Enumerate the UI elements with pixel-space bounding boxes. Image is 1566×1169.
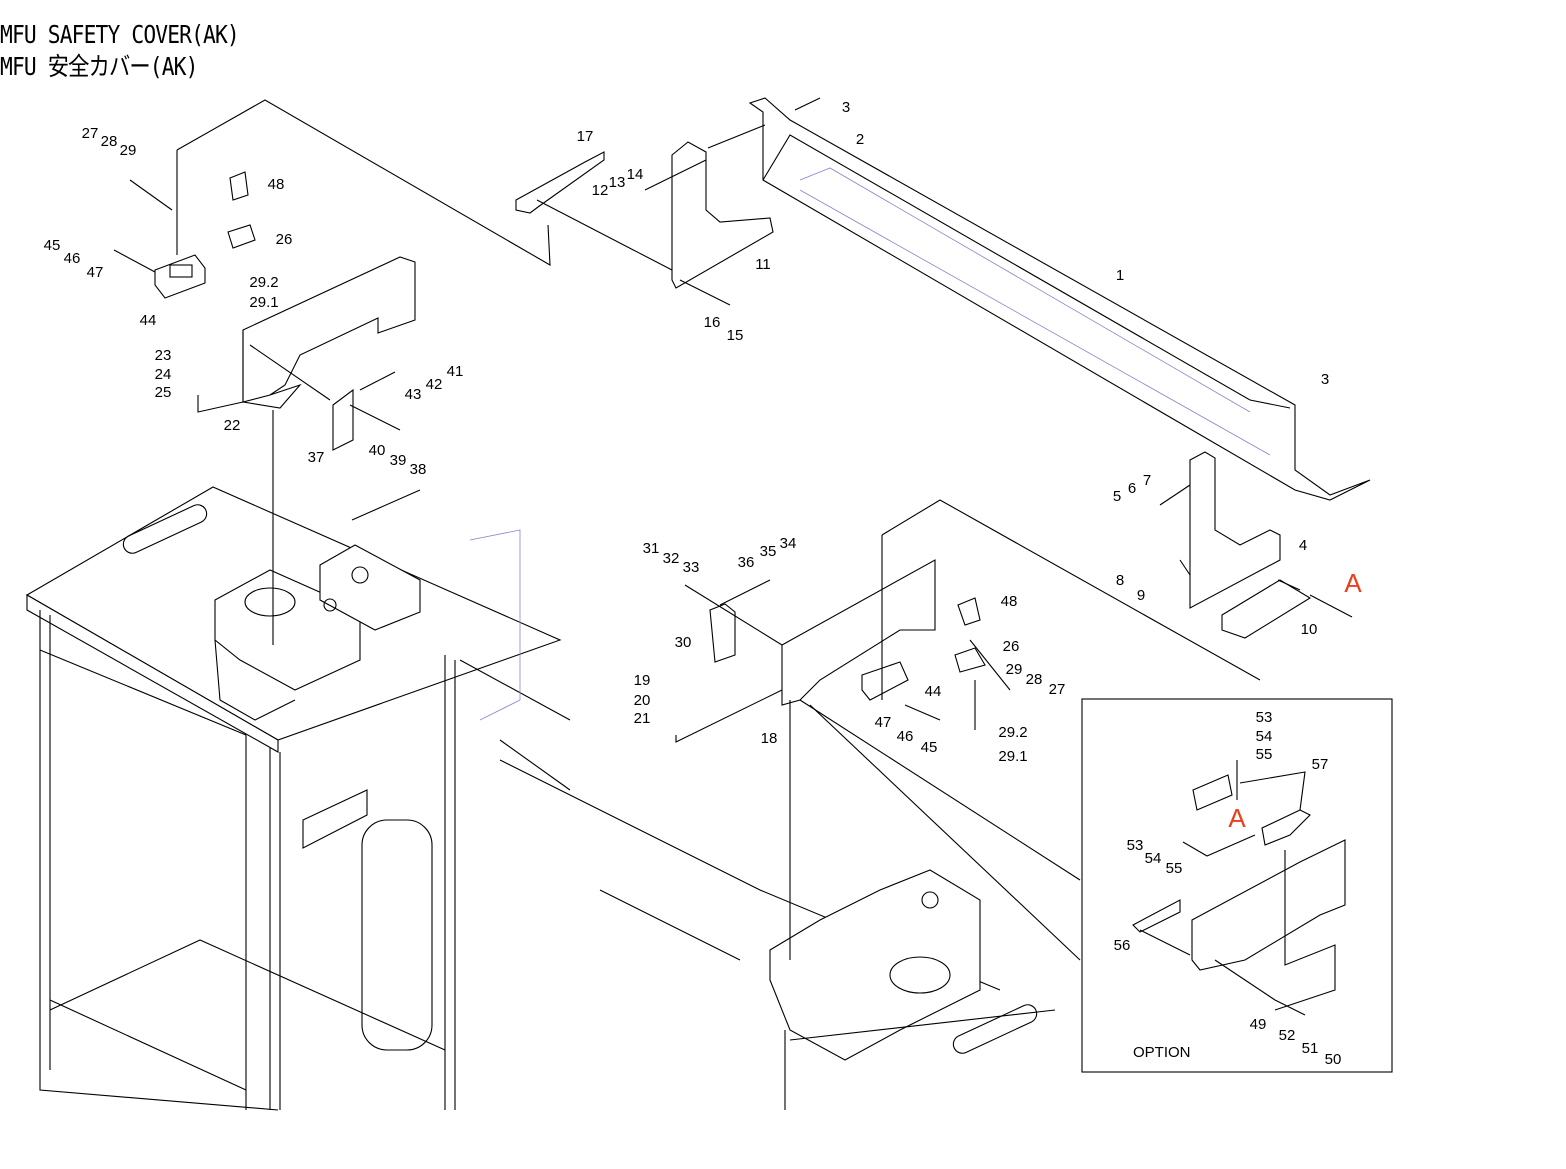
callout-53: 53 [1127, 837, 1144, 854]
callout-31: 31 [643, 540, 660, 557]
callout-45: 45 [44, 237, 61, 254]
callout-25: 25 [155, 384, 172, 401]
callout-10: 10 [1301, 621, 1318, 638]
callout-18: 18 [761, 730, 778, 747]
callout-3: 3 [1321, 371, 1329, 388]
callout-29-1: 29.1 [998, 748, 1027, 765]
callout-2: 2 [856, 131, 864, 148]
callout-54: 54 [1145, 850, 1162, 867]
callout-36: 36 [738, 554, 755, 571]
callout-16: 16 [704, 314, 721, 331]
callout-26: 26 [276, 231, 293, 248]
callout-40: 40 [369, 442, 386, 459]
callout-15: 15 [727, 327, 744, 344]
bracket-11 [516, 142, 773, 288]
callout-13: 13 [609, 174, 626, 191]
callout-47: 47 [875, 714, 892, 731]
callout-24: 24 [155, 366, 172, 383]
callout-7: 7 [1143, 472, 1151, 489]
callout-20: 20 [634, 692, 651, 709]
callout-27: 27 [82, 125, 99, 142]
callout-17: 17 [577, 128, 594, 145]
reference-mark-a: A [1344, 568, 1362, 598]
callout-42: 42 [426, 376, 443, 393]
callout-46: 46 [64, 250, 81, 267]
callout-49: 49 [1250, 1016, 1267, 1033]
callout-27: 27 [1049, 681, 1066, 698]
callout-1: 1 [1116, 267, 1124, 284]
callout-29: 29 [1006, 661, 1023, 678]
callout-50: 50 [1325, 1051, 1342, 1068]
callout-26: 26 [1003, 638, 1020, 655]
callout-8: 8 [1116, 572, 1124, 589]
callout-56: 56 [1114, 937, 1131, 954]
callout-37: 37 [308, 449, 325, 466]
switch-44-left [155, 172, 255, 298]
callout-9: 9 [1137, 587, 1145, 604]
callout-54: 54 [1256, 728, 1273, 745]
reference-mark-a-option: A [1228, 803, 1246, 833]
callout-53: 53 [1256, 709, 1273, 726]
callout-33: 33 [683, 559, 700, 576]
callout-28: 28 [101, 133, 118, 150]
callout-4: 4 [1299, 537, 1307, 554]
option-box [1082, 699, 1392, 1072]
callout-19: 19 [634, 672, 651, 689]
callout-39: 39 [390, 452, 407, 469]
callout-47: 47 [87, 264, 104, 281]
callout-29-1: 29.1 [249, 294, 278, 311]
callout-28: 28 [1026, 671, 1043, 688]
callout-22: 22 [224, 417, 241, 434]
callout-38: 38 [410, 461, 427, 478]
callout-52: 52 [1279, 1027, 1296, 1044]
callout-44: 44 [925, 683, 942, 700]
lower-mounting-block [770, 870, 1055, 1110]
callout-55: 55 [1256, 746, 1273, 763]
callout-14: 14 [627, 166, 644, 183]
callout-57: 57 [1312, 756, 1329, 773]
callout-41: 41 [447, 363, 464, 380]
callout-21: 21 [634, 710, 651, 727]
callout-34: 34 [780, 535, 797, 552]
callout-29-2: 29.2 [249, 274, 278, 291]
callout-48: 48 [268, 176, 285, 193]
callout-45: 45 [921, 739, 938, 756]
callout-55: 55 [1166, 860, 1183, 877]
callout-51: 51 [1302, 1040, 1319, 1057]
callout-43: 43 [405, 386, 422, 403]
callout-6: 6 [1128, 480, 1136, 497]
callout-46: 46 [897, 728, 914, 745]
callout-48: 48 [1001, 593, 1018, 610]
callout-29: 29 [120, 142, 137, 159]
callout-32: 32 [663, 550, 680, 567]
callout-44: 44 [140, 312, 157, 329]
callout-30: 30 [675, 634, 692, 651]
callout-5: 5 [1113, 488, 1121, 505]
bracket-18 [710, 500, 1260, 705]
callout-11: 11 [755, 256, 771, 273]
callout-35: 35 [760, 543, 777, 560]
callout-23: 23 [155, 347, 172, 364]
callout-29-2: 29.2 [998, 724, 1027, 741]
callout-3: 3 [842, 99, 850, 116]
beam-1 [750, 98, 1370, 500]
option-label: OPTION [1133, 1044, 1191, 1061]
callout-12: 12 [592, 182, 609, 199]
